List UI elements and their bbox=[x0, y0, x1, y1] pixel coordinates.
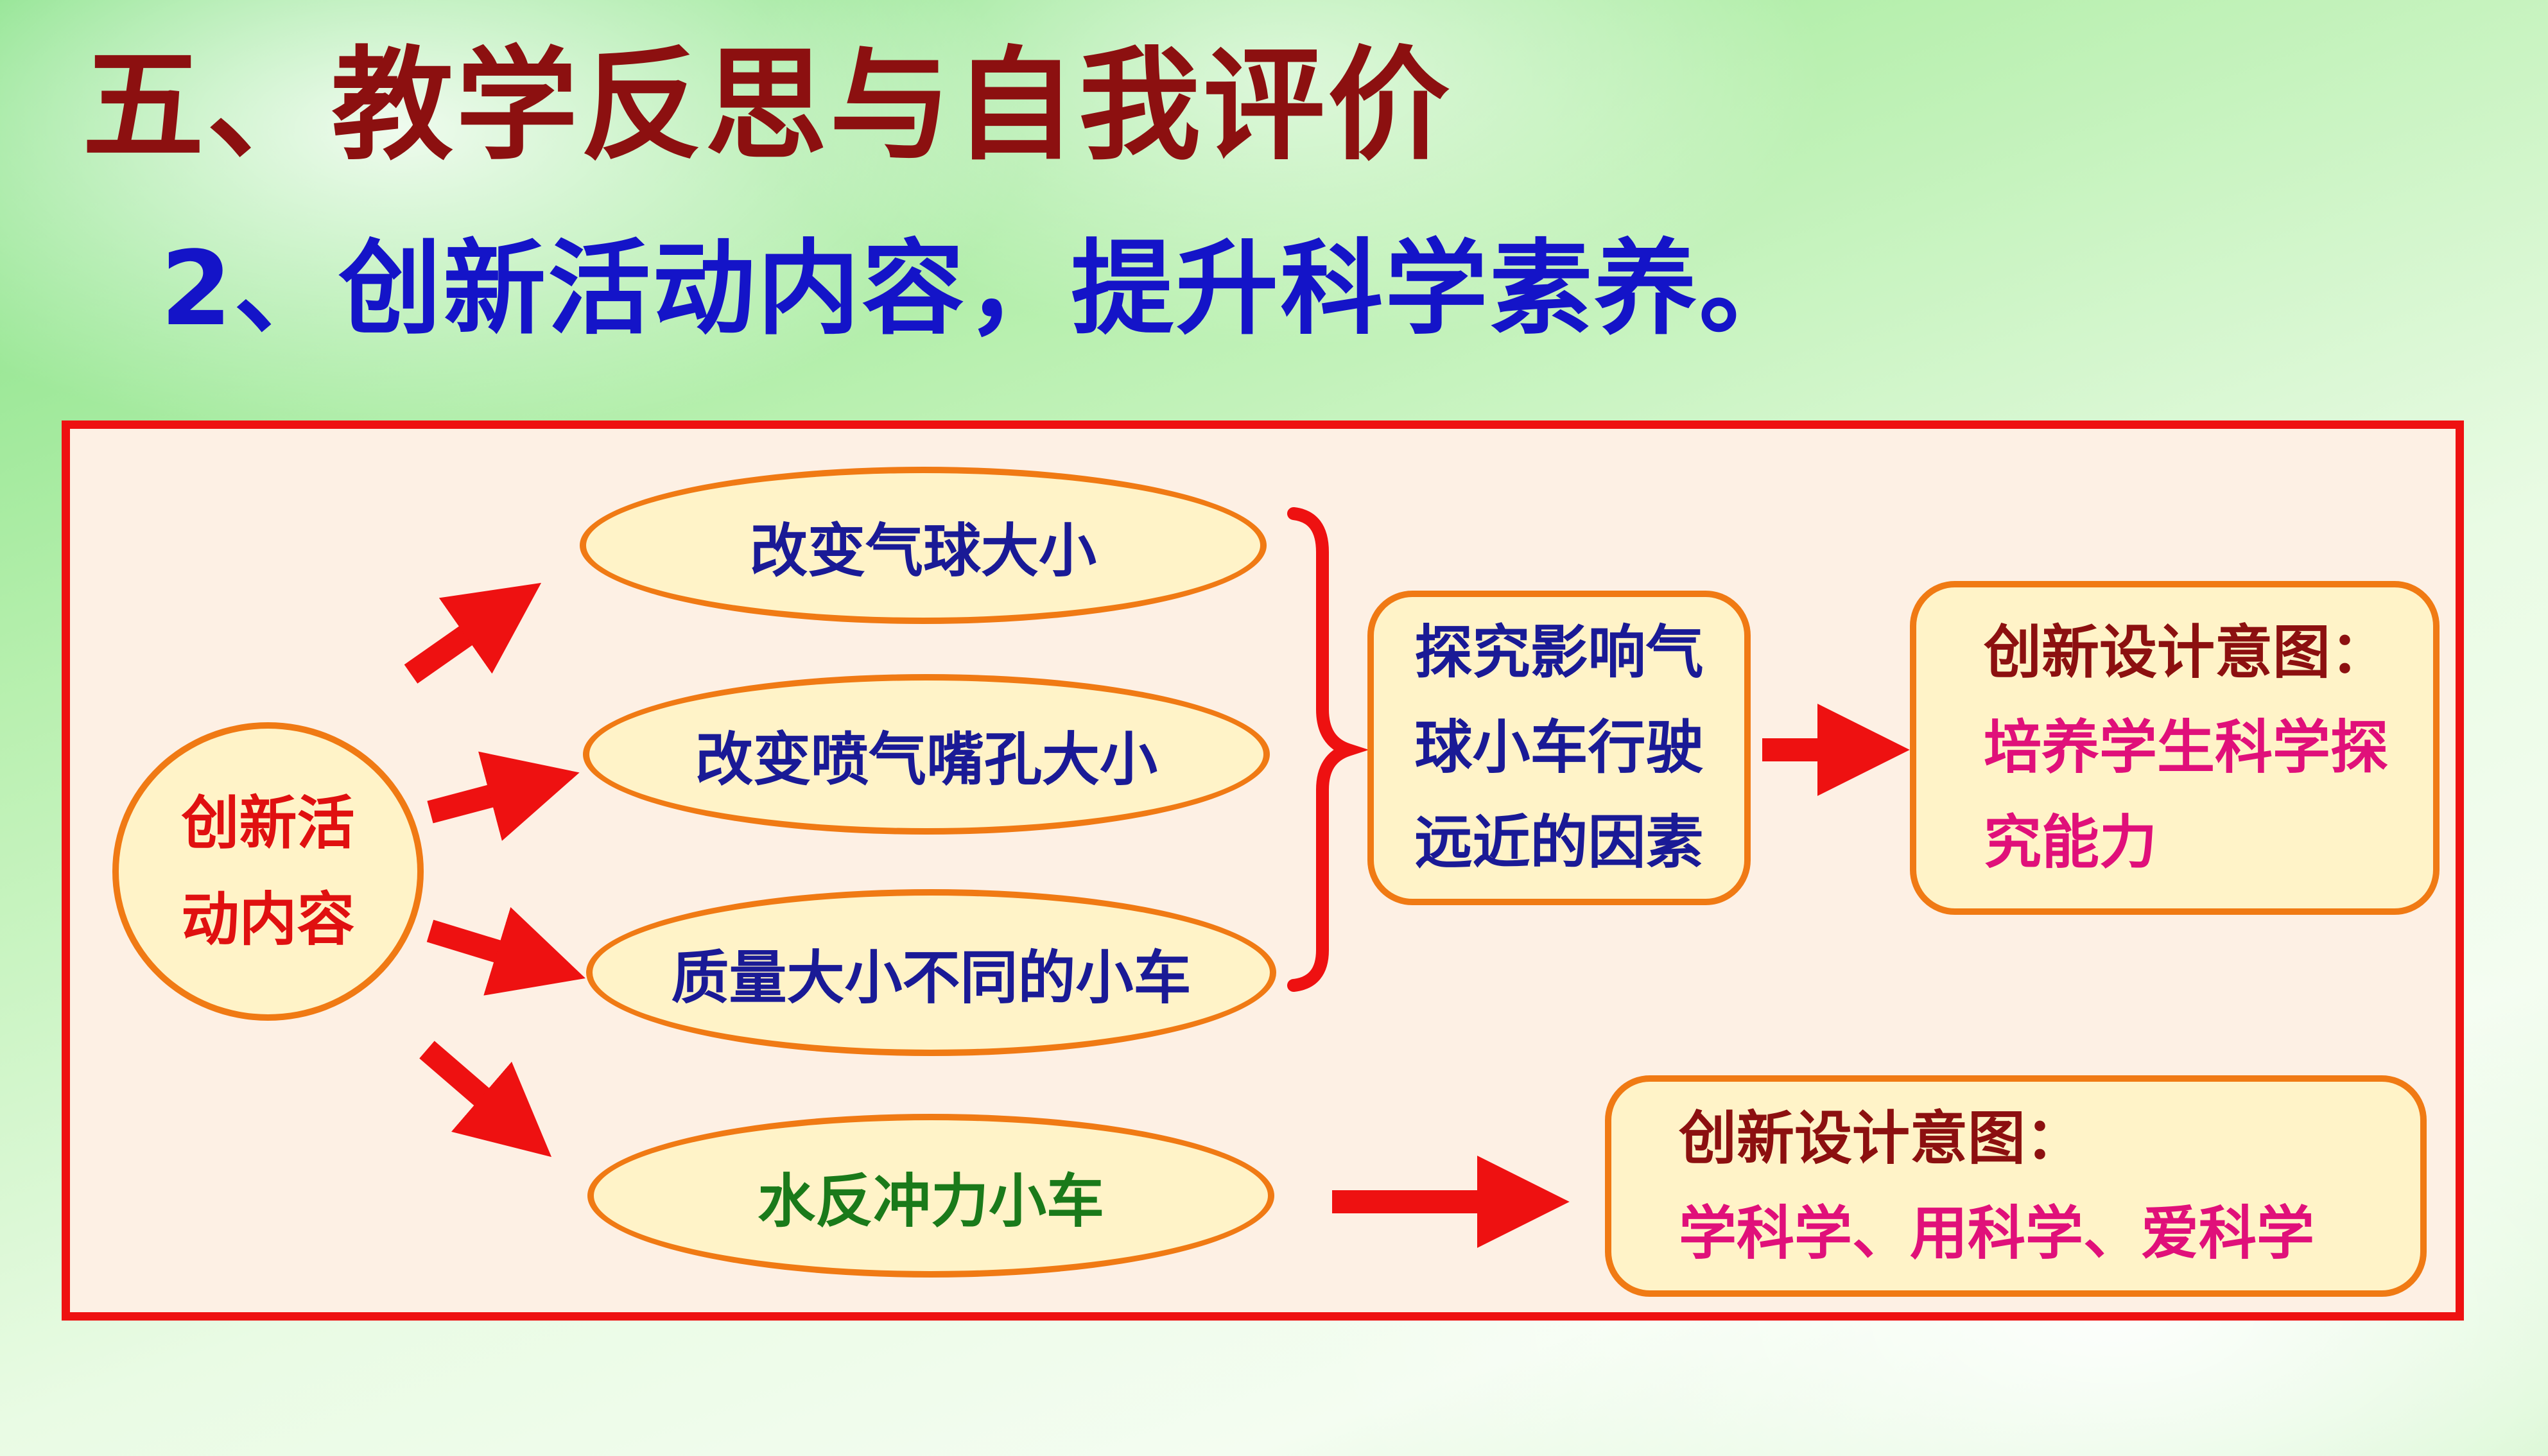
activity-car-mass: 质量大小不同的小车 bbox=[586, 889, 1276, 1056]
intent-2-value: 学科学、用科学、爱科学 bbox=[1679, 1199, 2314, 1267]
activity-label: 改变喷气嘴孔大小 bbox=[695, 726, 1157, 793]
activity-label: 改变气球大小 bbox=[750, 517, 1096, 585]
inquiry-line3: 远近的因素 bbox=[1414, 809, 1704, 876]
intent-1-label: 创新设计意图： bbox=[1984, 619, 2388, 686]
inquiry-line2: 球小车行驶 bbox=[1414, 714, 1704, 781]
activity-balloon-size: 改变气球大小 bbox=[580, 467, 1267, 624]
activity-label: 水反冲力小车 bbox=[758, 1167, 1104, 1235]
intent-1-line2: 究能力 bbox=[1984, 809, 2157, 876]
activity-label: 质量大小不同的小车 bbox=[671, 944, 1192, 1012]
intent-box-2: 创新设计意图： 学科学、用科学、爱科学 bbox=[1605, 1075, 2427, 1297]
inquiry-box: 探究影响气 球小车行驶 远近的因素 bbox=[1367, 591, 1751, 905]
activity-water-car: 水反冲力小车 bbox=[587, 1114, 1274, 1278]
arrow-to-balloon-size bbox=[404, 582, 542, 684]
activity-nozzle-size: 改变喷气嘴孔大小 bbox=[583, 674, 1270, 835]
page-subtitle: 2、创新活动内容，提升科学素养。 bbox=[160, 229, 1804, 349]
brace bbox=[1287, 507, 1369, 992]
center-label-line2: 动内容 bbox=[181, 885, 355, 953]
center-label-line1: 创新活 bbox=[181, 789, 355, 857]
intent-2-label: 创新设计意图： bbox=[1679, 1104, 2083, 1172]
arrow-to-water-car bbox=[419, 1041, 552, 1157]
center-node: 创新活 动内容 bbox=[112, 722, 424, 1021]
inquiry-line1: 探究影响气 bbox=[1414, 619, 1704, 686]
intent-1-line1: 培养学生科学探 bbox=[1984, 714, 2388, 781]
arrow-to-car-mass bbox=[426, 906, 585, 996]
arrow-to-nozzle-size bbox=[427, 751, 580, 841]
page-title: 五、教学反思与自我评价 bbox=[82, 35, 1453, 177]
intent-box-1: 创新设计意图： 培养学生科学探 究能力 bbox=[1910, 581, 2440, 915]
